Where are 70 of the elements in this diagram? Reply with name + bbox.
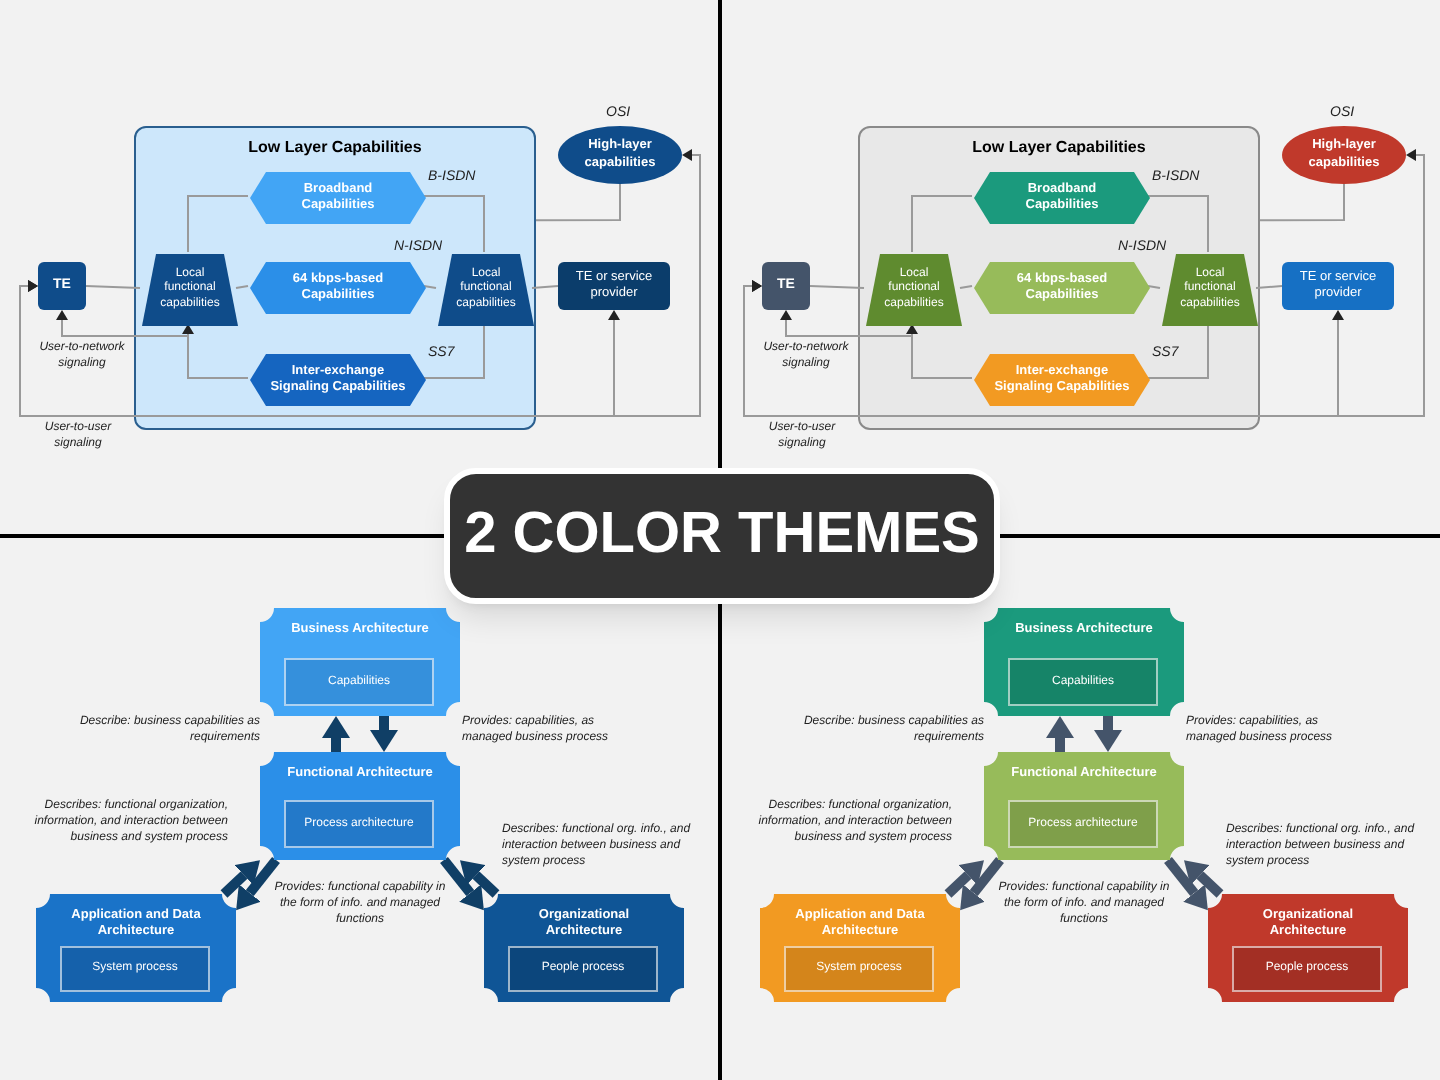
notched-card [484,894,684,1002]
arrow [1094,716,1122,752]
connector-line [809,285,865,289]
arrow [1183,860,1224,898]
connector-line [1147,195,1209,253]
banner-title: 2 COLOR THEMES [464,500,980,571]
notched-card [984,608,1184,716]
connector-line [1259,183,1345,222]
notched-card [760,894,960,1002]
trapezoid-box [438,254,534,326]
notched-card [1208,894,1408,1002]
inner-box [508,946,658,992]
notched-card [260,752,460,860]
inner-box [1232,946,1382,992]
arrow [19,149,701,417]
arrow [322,716,350,752]
notched-card [260,608,460,716]
arrow [440,856,484,911]
group-title: Low Layer Capabilities [248,136,422,160]
arrow [743,149,1425,417]
arrow [1164,856,1208,911]
arrow [960,856,1004,911]
arrow [780,310,918,337]
inner-box [1008,800,1158,848]
connector-line [959,285,973,289]
inner-box [60,946,210,992]
ellipse-node [1282,126,1406,184]
group-panel [858,126,1260,430]
inner-box [784,946,934,992]
rounded-box [1282,262,1394,310]
connector-line [531,285,559,289]
connector-line [85,285,141,289]
arrow [1046,716,1074,752]
group-title: Low Layer Capabilities [972,136,1146,160]
connector-line [423,323,485,379]
connector-line [187,195,249,253]
ellipse-node [558,126,682,184]
notched-card [984,752,1184,860]
hexagon-box [250,172,426,224]
connector-line [535,183,621,222]
connector-line [1147,285,1161,289]
trapezoid-box [866,254,962,326]
hexagon-box [974,172,1150,224]
connector-line [423,195,485,253]
group-panel [134,126,536,430]
arrow [370,716,398,752]
connector-line [1147,323,1209,379]
arrow [459,860,500,898]
hexagon-box [250,354,426,406]
hexagon-box [974,354,1150,406]
arrow [944,860,985,898]
inner-box [284,800,434,848]
trapezoid-box [142,254,238,326]
connector-line [235,285,249,289]
title-banner [444,468,1000,604]
arrow [220,860,261,898]
trapezoid-box [1162,254,1258,326]
notched-card [36,894,236,1002]
hexagon-box [974,262,1150,314]
connector-line [911,195,973,253]
arrow [236,856,280,911]
connector-line [423,285,437,289]
hexagon-box [250,262,426,314]
inner-box [284,658,434,706]
rounded-box [762,262,810,310]
rounded-box [558,262,670,310]
connector-line [1255,285,1283,289]
inner-box [1008,658,1158,706]
arrow [56,310,194,337]
rounded-box [38,262,86,310]
